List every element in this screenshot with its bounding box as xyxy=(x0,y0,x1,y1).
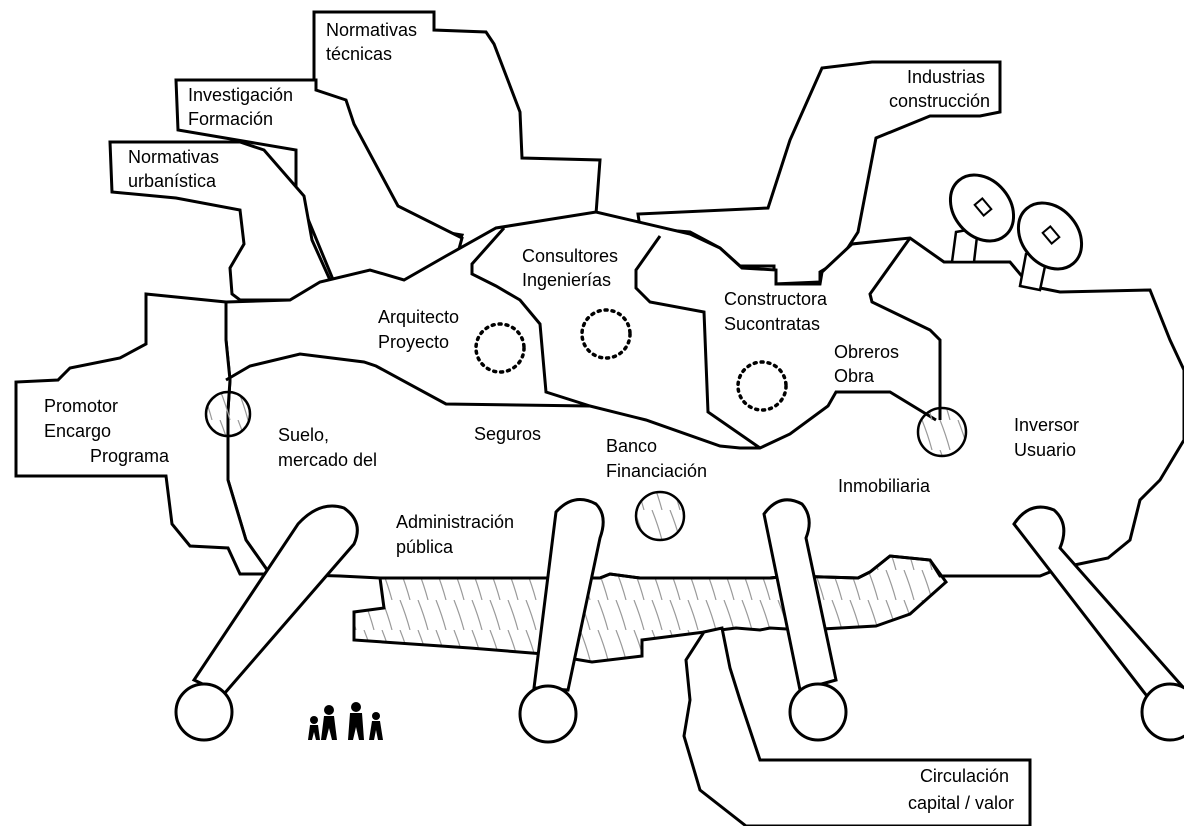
dotted-circle-arquitecto xyxy=(474,322,526,374)
label-industrias: Industrias construcción xyxy=(889,67,990,111)
leg-3 xyxy=(762,498,848,742)
family-silhouette-icon xyxy=(308,702,383,740)
label-consultores: Consultores Ingenierías xyxy=(522,246,623,290)
leg-1 xyxy=(174,504,359,742)
circulacion-callout xyxy=(682,626,1032,826)
label-suelo: Suelo, mercado del xyxy=(278,425,377,470)
label-promotor: Promotor Encargo Programa xyxy=(44,396,170,466)
label-inmobiliaria: Inmobiliaria xyxy=(838,476,931,496)
arquitecto-border xyxy=(225,352,937,450)
promotor-region xyxy=(14,292,273,576)
joint-banco xyxy=(634,490,686,542)
consultores-border xyxy=(470,227,591,408)
label-arquitecto: Arquitecto Proyecto xyxy=(378,307,464,352)
satellite-dish-icon xyxy=(948,173,1016,264)
label-administracion: Administración pública xyxy=(396,512,519,557)
leg-4 xyxy=(1012,505,1184,742)
leg-2 xyxy=(518,498,605,744)
label-constructora: Constructora Sucontratas xyxy=(724,289,832,334)
constructora-border xyxy=(634,235,761,450)
label-banco: Banco Financiación xyxy=(606,436,707,481)
dotted-circle-consultores xyxy=(580,308,632,360)
label-normativas-urbanistica: Normativas urbanística xyxy=(128,147,224,191)
obreros-border xyxy=(868,237,942,420)
joint-right xyxy=(916,406,968,458)
label-circulacion: Circulación capital / valor xyxy=(908,766,1014,813)
satellite-dish-icon xyxy=(1016,201,1084,292)
label-obreros: Obreros Obra xyxy=(834,342,904,386)
label-normativas-tecnicas: Normativas técnicas xyxy=(326,20,422,64)
dotted-circle-constructora xyxy=(736,360,788,412)
normativas-urbanistica-region xyxy=(108,140,332,302)
joint-left xyxy=(204,390,252,438)
label-investigacion: Investigación Formación xyxy=(188,85,298,129)
label-inversor: Inversor Usuario xyxy=(1014,415,1084,460)
label-seguros: Seguros xyxy=(474,424,541,444)
